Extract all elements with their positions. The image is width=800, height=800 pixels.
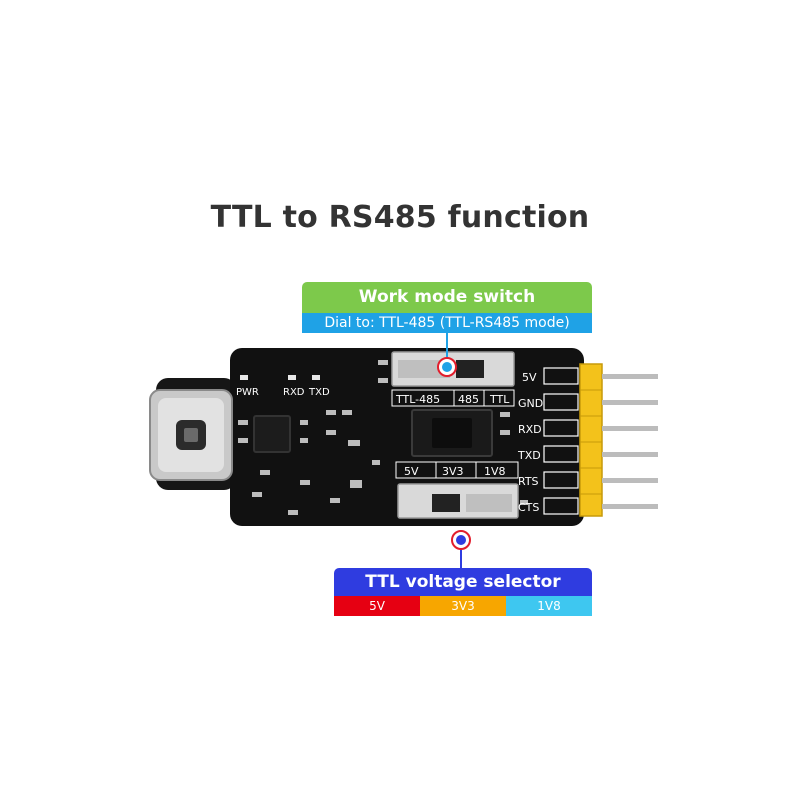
mode-label-ttl: TTL bbox=[489, 393, 510, 406]
work-mode-callout: Work mode switch Dial to: TTL-485 (TTL-R… bbox=[302, 282, 592, 333]
pcb-board bbox=[230, 348, 584, 526]
voltage-label-3v3: 3V3 bbox=[442, 465, 464, 478]
work-mode-knob[interactable] bbox=[456, 360, 484, 378]
pin-label-5v: 5V bbox=[522, 371, 537, 384]
mode-label-ttl-485: TTL-485 bbox=[395, 393, 440, 406]
led-label-rxd: RXD bbox=[283, 387, 305, 398]
led-label-pwr: PWR bbox=[236, 387, 259, 398]
voltage-option-5v: 5V bbox=[334, 596, 420, 616]
pin-label-rxd: RXD bbox=[518, 423, 542, 436]
pin-label-cts: CTS bbox=[518, 501, 539, 514]
voltage-selector-callout: TTL voltage selector switch 5V 3V3 1V8 bbox=[334, 568, 592, 620]
work-mode-heading: Work mode switch bbox=[302, 282, 592, 313]
pin-label-gnd: GND bbox=[518, 397, 543, 410]
txd-led bbox=[312, 375, 320, 380]
header-pins bbox=[602, 374, 658, 509]
voltage-selector-knob[interactable] bbox=[432, 494, 460, 512]
voltage-option-3v3: 3V3 bbox=[420, 596, 506, 616]
pin-label-txd: TXD bbox=[517, 449, 541, 462]
pwr-led bbox=[240, 375, 248, 380]
voltage-label-5v: 5V bbox=[404, 465, 419, 478]
voltage-option-1v8: 1V8 bbox=[506, 596, 592, 616]
work-mode-subtext: Dial to: TTL-485 (TTL-RS485 mode) bbox=[302, 313, 592, 333]
voltage-selector-heading: TTL voltage selector switch bbox=[334, 568, 592, 620]
voltage-label-1v8: 1V8 bbox=[484, 465, 506, 478]
voltage-option-bar: 5V 3V3 1V8 bbox=[334, 596, 592, 616]
mode-label-485: 485 bbox=[458, 393, 479, 406]
led-label-txd: TXD bbox=[308, 387, 330, 398]
page-title: TTL to RS485 function bbox=[210, 200, 590, 235]
rxd-led bbox=[288, 375, 296, 380]
usb-uart-chip bbox=[253, 415, 291, 453]
pin-label-rts: RTS bbox=[518, 475, 539, 488]
pin-header bbox=[579, 363, 603, 517]
